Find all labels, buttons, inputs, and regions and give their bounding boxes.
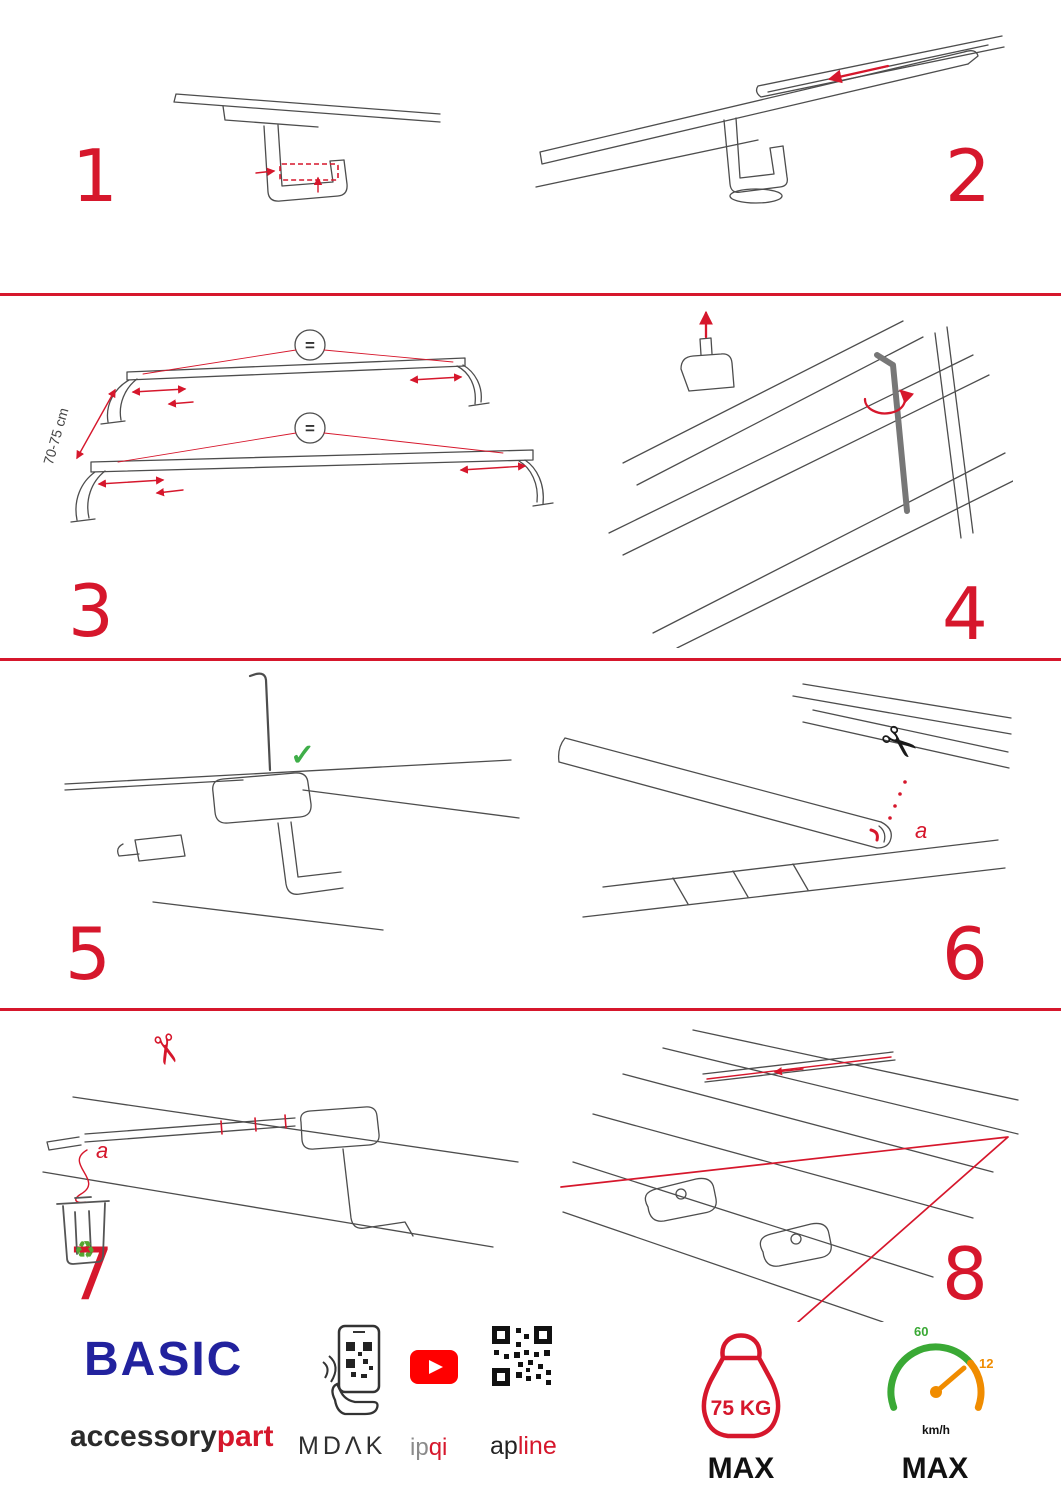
apline-left-text: ap [490, 1432, 518, 1460]
step-3-number: 3 [68, 569, 114, 653]
speed-max-label: MAX [901, 1452, 969, 1485]
step7-illustration [42, 1096, 519, 1265]
qr-code-icon [492, 1326, 552, 1386]
detail-a-label: a [96, 1138, 109, 1163]
section-divider [0, 293, 1061, 296]
weight-value-text: 75 KG [711, 1397, 772, 1420]
brand-part-text: part [216, 1420, 274, 1453]
mdak-logo-text: MDΛK [298, 1432, 387, 1460]
check-icon: ✓ [290, 739, 316, 772]
step-5-number: 5 [65, 912, 111, 996]
step2-illustration [535, 35, 1005, 204]
brand-accessorypart: accessorypart [70, 1420, 273, 1454]
detail-a-label: a [915, 818, 928, 843]
step6-illustration [557, 683, 1012, 918]
youtube-icon [410, 1350, 458, 1384]
weight-max-label: MAX [707, 1452, 775, 1485]
step1-illustration [173, 93, 441, 202]
step-2-number: 2 [945, 134, 991, 218]
speedometer-icon: 60 120 km/h [887, 1324, 994, 1437]
section-divider [0, 658, 1061, 661]
max-weight-icon: 75 KG [701, 1333, 781, 1439]
brand-basic: BASIC [84, 1333, 244, 1386]
step-6-number: 6 [942, 912, 988, 996]
phone-qr-scan-icon [322, 1324, 381, 1416]
section-divider [0, 1008, 1061, 1011]
speed-high-text: 120 [979, 1356, 994, 1371]
step-1-number: 1 [72, 134, 118, 218]
step-8-number: 8 [942, 1232, 988, 1316]
equals-label: = [305, 336, 315, 355]
step4-illustration [608, 310, 1013, 648]
ipqi-logo-text: ipqi [410, 1434, 447, 1462]
step5-illustration [64, 672, 520, 931]
ipqi-left-text: ip [410, 1434, 429, 1461]
speed-unit-text: km/h [922, 1423, 950, 1437]
speed-low-text: 60 [914, 1324, 928, 1339]
apline-right-text: line [517, 1432, 557, 1460]
step3-illustration: = = [70, 329, 554, 523]
recycle-icon: ♻ [74, 1236, 96, 1264]
ipqi-right-text: qi [428, 1434, 448, 1461]
equals-label: = [305, 419, 315, 438]
step8-illustration [560, 1029, 1019, 1322]
brand-accessory-text: accessory [70, 1420, 217, 1453]
step-4-number: 4 [942, 572, 988, 656]
apline-logo-text: apline [490, 1432, 557, 1461]
